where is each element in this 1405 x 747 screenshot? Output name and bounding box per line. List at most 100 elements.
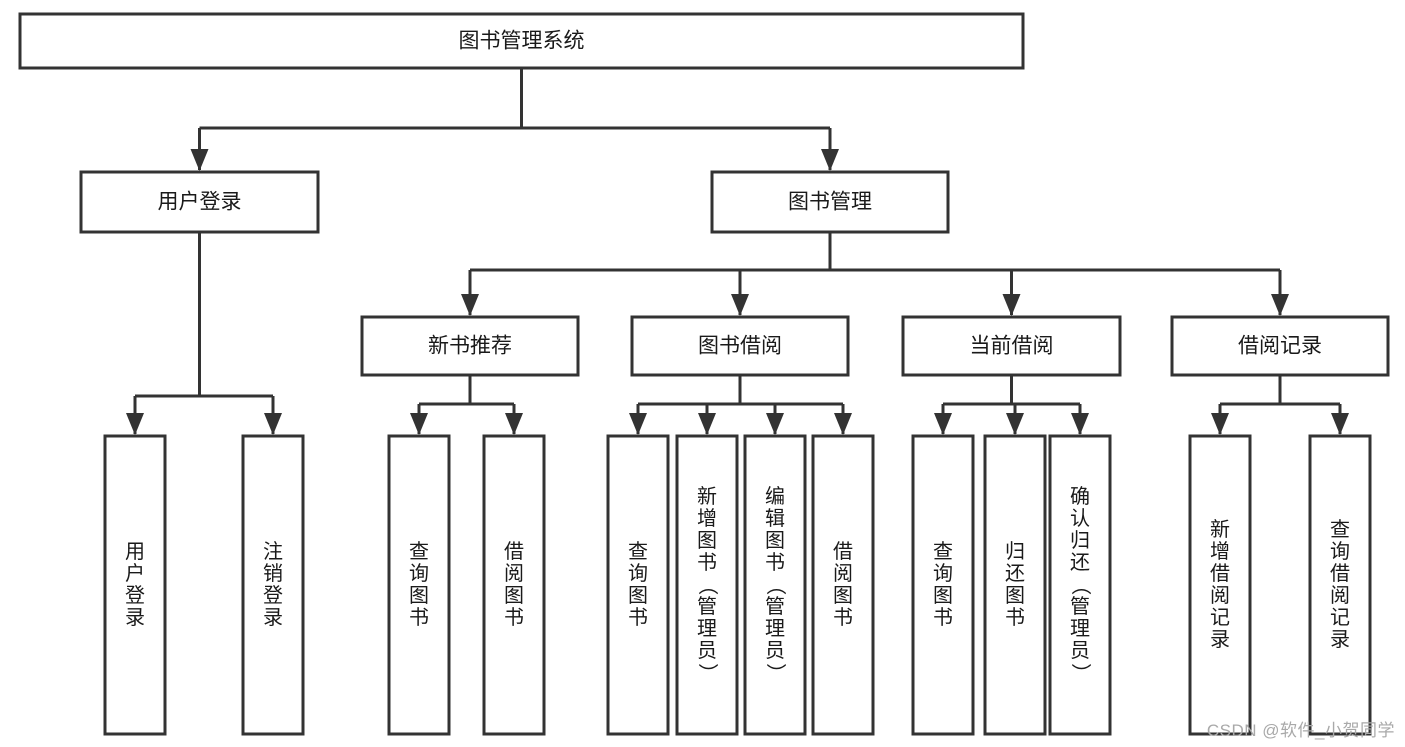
node-new-book-recommend[interactable]: 新书推荐 — [360, 315, 580, 377]
node-label-root: 图书管理系统 — [459, 30, 585, 53]
node-leaf-user-login[interactable]: 用户登录 — [103, 434, 167, 736]
node-label-leaf-add-book-char-8: ） — [696, 663, 719, 683]
node-label-leaf-add-record-char-1: 增 — [1210, 540, 1230, 563]
node-label-leaf-user-login-char-0: 用 — [125, 541, 145, 563]
node-label-leaf-borrow-book-1-char-1: 阅 — [504, 562, 524, 585]
node-label-new-book-recommend: 新书推荐 — [428, 335, 512, 358]
arrow-head-icon — [264, 413, 282, 435]
arrow-head-icon — [821, 149, 839, 171]
arrow-head-icon — [190, 149, 209, 171]
node-box-leaf-add-book — [675, 434, 739, 736]
node-box-leaf-query-book-3 — [911, 434, 975, 736]
node-label-current-borrow: 当前借阅 — [970, 335, 1054, 358]
node-label-leaf-edit-book-char-4: （ — [764, 575, 787, 595]
node-user-login[interactable]: 用户登录 — [79, 170, 320, 234]
node-label-leaf-confirm-return-char-1: 认 — [1070, 507, 1090, 530]
node-label-leaf-query-book-3-char-2: 图 — [933, 585, 953, 607]
node-book-manage[interactable]: 图书管理 — [710, 170, 950, 234]
node-label-leaf-borrow-book-1-char-2: 图 — [504, 585, 524, 607]
node-box-leaf-query-record — [1308, 434, 1372, 736]
node-label-leaf-edit-book-char-0: 编 — [765, 485, 785, 508]
arrow-head-icon — [834, 413, 852, 435]
node-box-root — [18, 12, 1025, 70]
node-label-leaf-add-record-char-3: 阅 — [1210, 584, 1230, 607]
node-label-leaf-return-book-char-3: 书 — [1005, 606, 1025, 629]
node-label-leaf-edit-book-char-3: 书 — [765, 551, 785, 574]
node-label-book-borrow: 图书借阅 — [698, 335, 782, 358]
node-label-leaf-logout-char-2: 登 — [263, 584, 283, 607]
node-label-leaf-edit-book-char-1: 辑 — [765, 507, 785, 530]
node-label-leaf-query-record-char-1: 询 — [1330, 540, 1350, 563]
node-label-leaf-query-record-char-2: 借 — [1330, 562, 1350, 585]
arrow-head-icon — [505, 413, 523, 435]
node-label-leaf-borrow-book-1-char-0: 借 — [504, 540, 524, 563]
node-label-leaf-query-book-2-char-3: 书 — [628, 606, 648, 629]
node-label-leaf-query-book-2-char-1: 询 — [628, 562, 648, 585]
arrow-head-icon — [1331, 413, 1349, 435]
node-label-leaf-user-login-char-1: 户 — [125, 562, 145, 585]
node-label-leaf-edit-book-char-6: 理 — [765, 618, 785, 640]
node-box-leaf-user-login — [103, 434, 167, 736]
node-label-leaf-edit-book-char-8: ） — [764, 663, 787, 683]
node-box-leaf-borrow-book-1 — [482, 434, 546, 736]
watermark-text: CSDN @软件_小贺同学 — [1206, 721, 1395, 740]
node-label-leaf-query-book-2-char-0: 查 — [628, 540, 648, 563]
node-label-leaf-query-book-1-char-3: 书 — [409, 606, 429, 629]
node-label-leaf-query-book-1-char-1: 询 — [409, 562, 429, 585]
node-label-leaf-add-book-char-4: （ — [696, 575, 719, 595]
node-label-leaf-query-record-char-3: 阅 — [1330, 584, 1350, 607]
node-book-borrow[interactable]: 图书借阅 — [630, 315, 850, 377]
node-label-leaf-add-record-char-5: 录 — [1210, 629, 1230, 651]
node-label-leaf-confirm-return-char-7: 员 — [1070, 640, 1090, 662]
node-label-leaf-borrow-book-2-char-2: 图 — [833, 585, 853, 607]
node-root[interactable]: 图书管理系统 — [18, 12, 1025, 70]
node-label-leaf-query-record-char-5: 录 — [1330, 629, 1350, 651]
node-label-book-manage: 图书管理 — [788, 191, 872, 214]
node-label-leaf-confirm-return-char-4: （ — [1069, 575, 1092, 595]
node-box-book-borrow — [630, 315, 850, 377]
node-label-leaf-return-book-char-2: 图 — [1005, 585, 1025, 607]
node-label-leaf-confirm-return-char-2: 归 — [1070, 529, 1090, 552]
node-borrow-record[interactable]: 借阅记录 — [1170, 315, 1390, 377]
node-label-leaf-logout-char-0: 注 — [263, 540, 283, 563]
node-label-leaf-confirm-return-char-3: 还 — [1070, 551, 1090, 574]
node-label-leaf-query-record-char-4: 记 — [1330, 606, 1350, 629]
node-label-leaf-borrow-book-1-char-3: 书 — [504, 606, 524, 629]
node-label-leaf-edit-book-char-7: 员 — [765, 640, 785, 662]
arrow-head-icon — [1006, 413, 1024, 435]
node-label-leaf-add-record-char-0: 新 — [1210, 518, 1230, 541]
node-label-leaf-logout-char-1: 销 — [263, 562, 283, 585]
node-label-leaf-query-book-3-char-0: 查 — [933, 540, 953, 563]
arrow-head-icon — [1271, 294, 1289, 316]
node-label-user-login: 用户登录 — [158, 191, 242, 214]
node-box-leaf-return-book — [983, 434, 1047, 736]
arrow-head-icon — [766, 413, 784, 435]
arrow-head-icon — [1002, 294, 1021, 316]
node-label-leaf-add-record-char-4: 记 — [1210, 606, 1230, 629]
node-label-leaf-add-book-char-7: 员 — [697, 640, 717, 662]
node-label-leaf-borrow-book-2-char-1: 阅 — [833, 562, 853, 585]
node-label-leaf-add-book-char-1: 增 — [697, 507, 717, 530]
node-box-leaf-borrow-book-2 — [811, 434, 875, 736]
node-label-leaf-add-book-char-3: 书 — [697, 551, 717, 574]
arrow-head-icon — [731, 294, 749, 316]
node-label-leaf-add-book-char-5: 管 — [697, 595, 717, 618]
node-box-leaf-query-book-1 — [387, 434, 451, 736]
node-label-leaf-add-book-char-0: 新 — [697, 485, 717, 508]
node-box-new-book-recommend — [360, 315, 580, 377]
node-current-borrow[interactable]: 当前借阅 — [901, 315, 1122, 377]
node-box-leaf-add-record — [1188, 434, 1252, 736]
